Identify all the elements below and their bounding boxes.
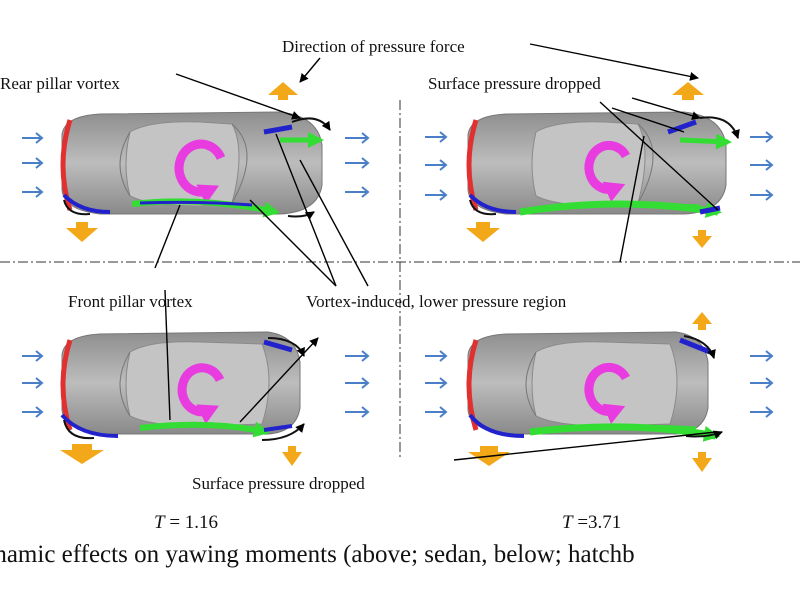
front-edge-marker	[466, 119, 479, 211]
yaw-rotation-arrow	[584, 140, 630, 202]
pressure-force-arrows	[466, 82, 712, 248]
front-edge-marker	[60, 119, 73, 211]
outflow-arrows	[750, 350, 774, 418]
label-vortex-induced-region: Vortex-induced, lower pressure region	[306, 292, 567, 311]
inflow-arrows	[22, 132, 44, 198]
yaw-rotation-arrow	[584, 362, 630, 424]
time-label-right: T =3.71	[562, 512, 621, 533]
panel-hatchback-t2	[425, 312, 774, 472]
outflow-arrows	[345, 132, 370, 198]
label-surface-pressure-dropped-top: Surface pressure dropped	[428, 74, 601, 93]
label-rear-pillar-vortex: Rear pillar vortex	[0, 74, 120, 93]
inflow-arrows	[22, 350, 44, 418]
panel-sedan-t2	[425, 82, 774, 248]
vortex-streaks	[60, 337, 305, 441]
label-surface-pressure-dropped-bottom: Surface pressure dropped	[192, 474, 365, 493]
outflow-arrows	[750, 131, 774, 201]
yaw-moment-diagram: Direction of pressure force Rear pillar …	[0, 37, 800, 533]
outflow-arrows	[345, 350, 370, 418]
yaw-rotation-arrow	[177, 363, 225, 425]
pressure-force-arrows	[60, 444, 302, 466]
time-label-left: T = 1.16	[154, 512, 218, 533]
inflow-arrows	[425, 350, 448, 418]
pressure-force-arrows	[66, 82, 298, 242]
vortex-streaks	[468, 116, 740, 218]
figure-caption: rnamic effects on yawing moments (above;…	[0, 541, 635, 568]
label-direction-of-pressure-force: Direction of pressure force	[282, 37, 465, 56]
vortex-streaks	[468, 335, 723, 442]
leader-lines	[154, 43, 719, 461]
label-front-pillar-vortex: Front pillar vortex	[68, 292, 193, 311]
yaw-rotation-arrow	[174, 139, 226, 205]
panel-sedan-t1	[22, 82, 370, 242]
inflow-arrows	[425, 131, 448, 201]
panel-hatchback-t1	[22, 331, 370, 466]
